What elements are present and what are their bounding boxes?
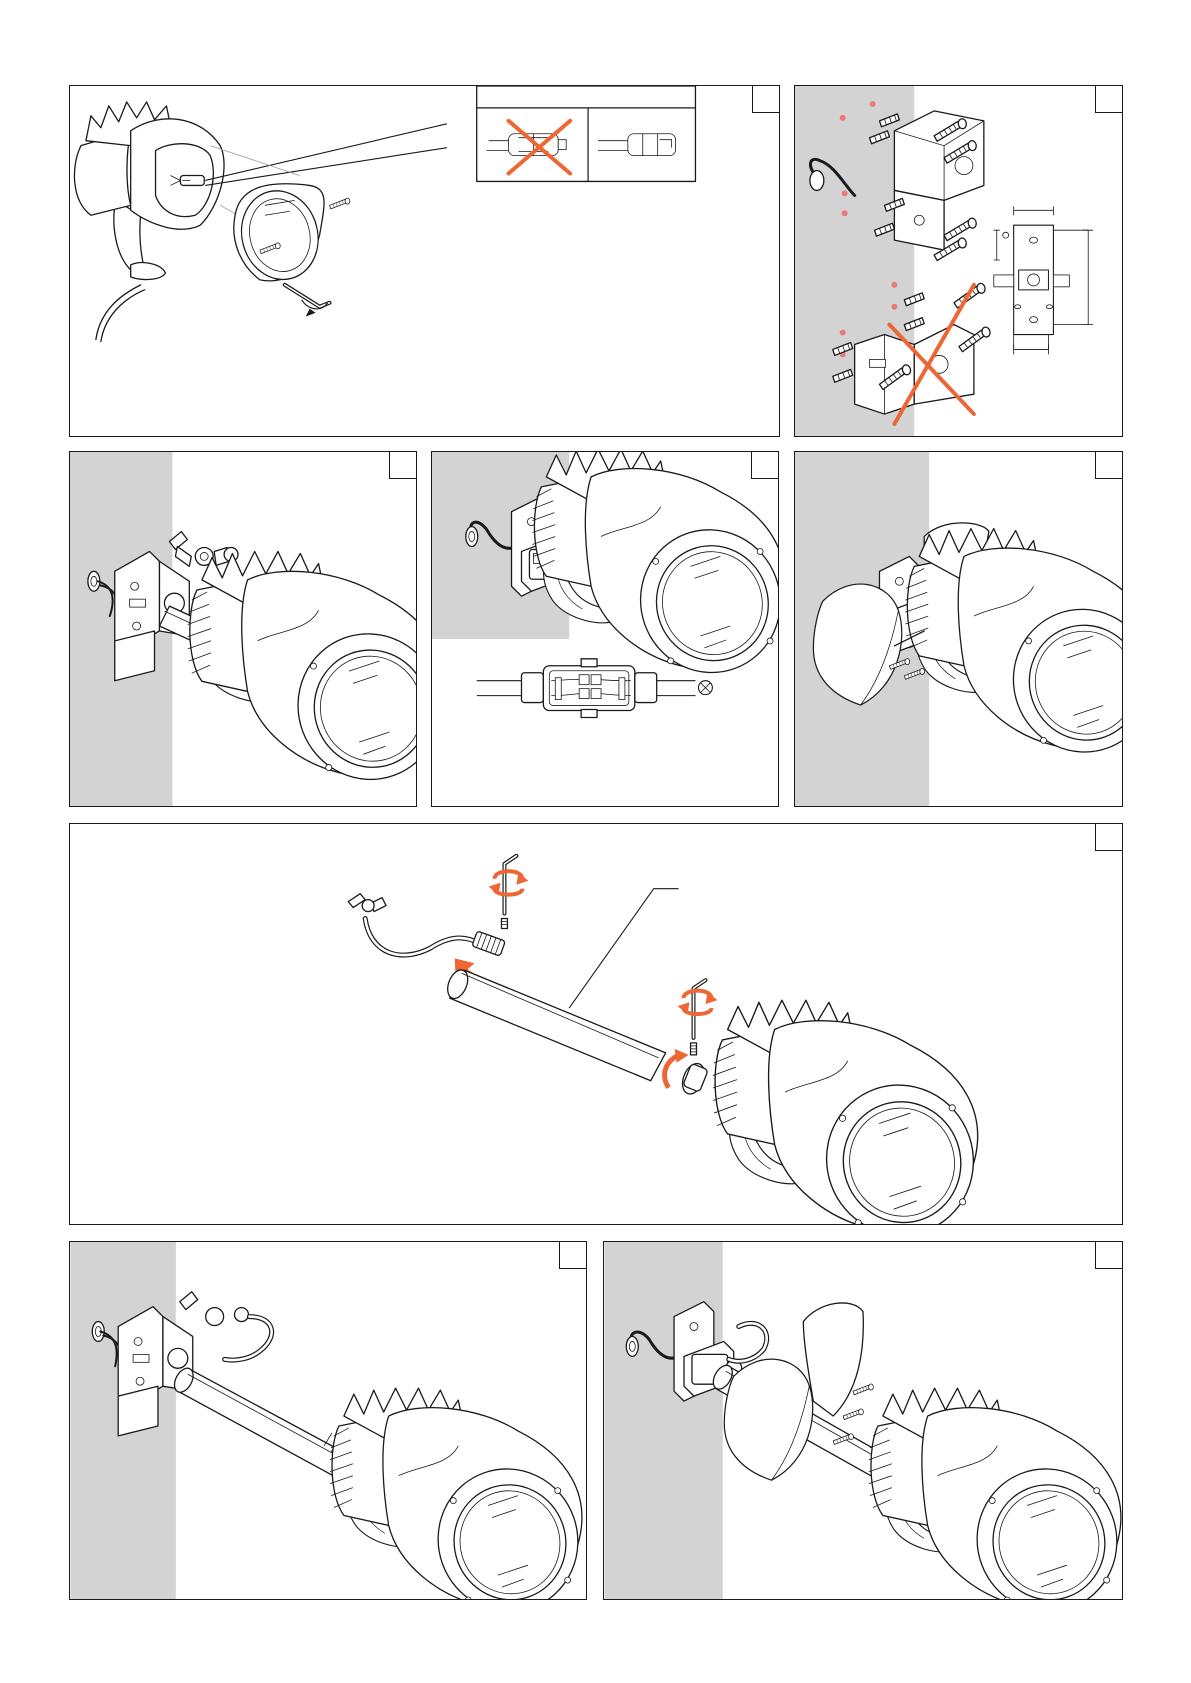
panel-bracket-mounting: [794, 85, 1123, 437]
panel-junction-box-wiring: [431, 451, 779, 807]
bracket-mounting-illustration: [795, 86, 1122, 436]
shield-attach-illustration: [795, 452, 1122, 806]
wiring-schematic: [477, 659, 713, 718]
lamp-replacement-illustration: [70, 86, 779, 436]
panel-wall-bracket-mount: [69, 451, 417, 807]
rotate-arrow-icon: [678, 991, 718, 1014]
extended-shield-illustration: [604, 1242, 1122, 1599]
wall-section: [604, 1242, 722, 1599]
extended-wall-mount-illustration: [70, 1242, 586, 1599]
panel-shield-attach: [794, 451, 1123, 807]
rotate-arrow-icon: [489, 871, 529, 894]
extension-tube-illustration: [70, 824, 1122, 1224]
panel-extended-wall-mount: [69, 1241, 587, 1600]
panel-extension-tube: [69, 823, 1123, 1225]
panel-lamp-replacement: [69, 85, 780, 437]
wall-bracket-illustration: [70, 452, 416, 806]
junction-box-illustration: [432, 452, 778, 806]
panel-extended-shield-attach: [603, 1241, 1123, 1600]
lamp-symbol-icon: [698, 681, 712, 695]
bracket-dimension-drawing: [994, 206, 1093, 354]
